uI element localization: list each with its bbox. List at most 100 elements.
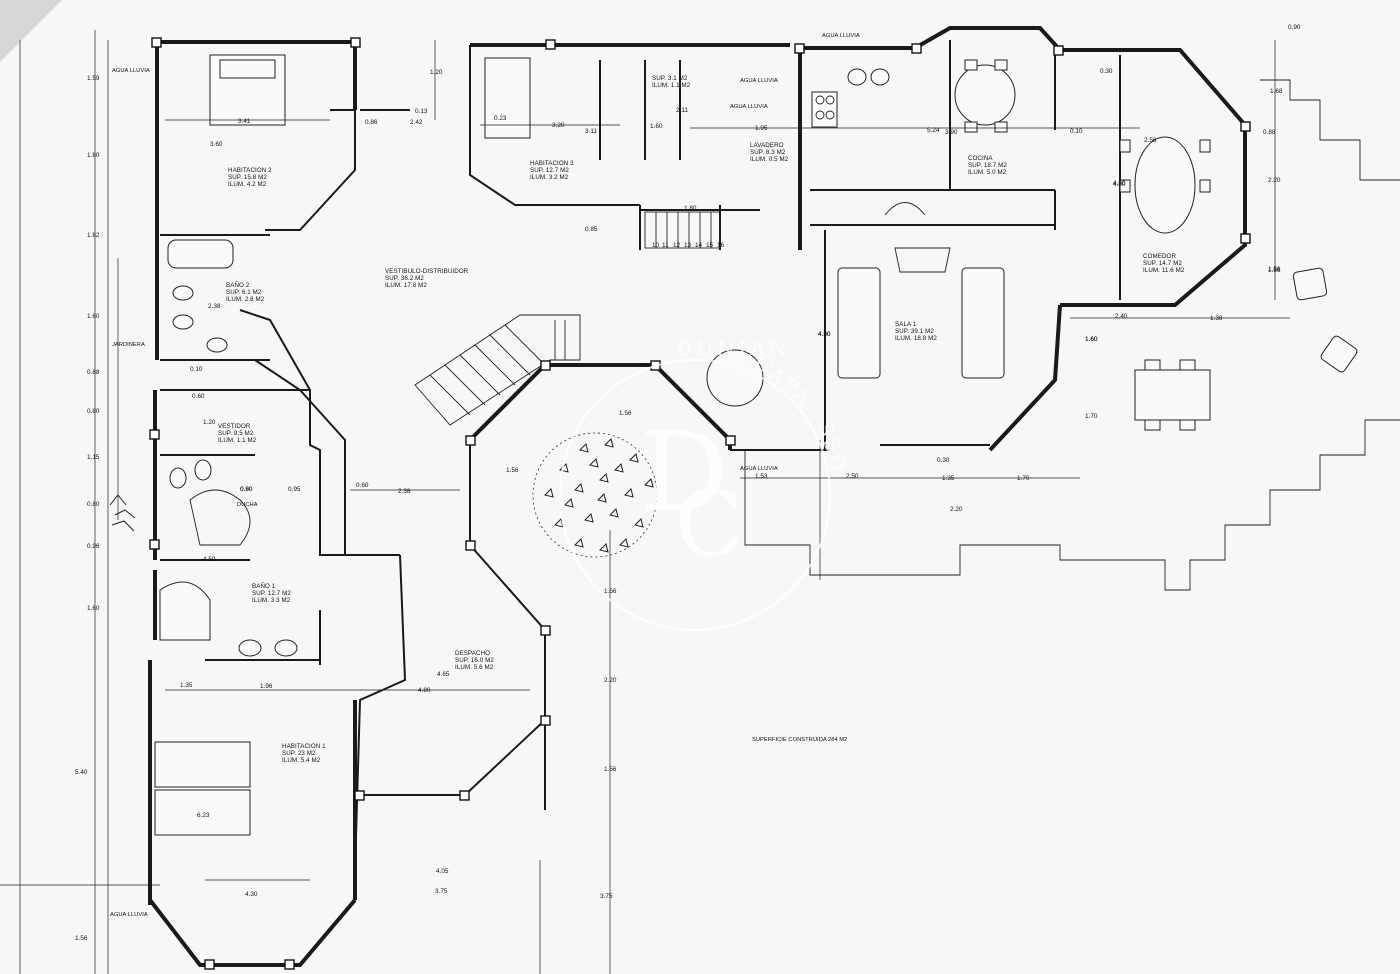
stair-step: 12: [673, 242, 681, 249]
svg-text:4.65: 4.65: [437, 671, 450, 678]
svg-text:ILUM. 0.5 M2: ILUM. 0.5 M2: [750, 156, 789, 163]
svg-text:2.56: 2.56: [1144, 137, 1157, 144]
svg-text:ILUM. 5.4 M2: ILUM. 5.4 M2: [282, 757, 321, 764]
svg-text:0.30: 0.30: [937, 457, 950, 464]
svg-text:BAÑO 2: BAÑO 2: [226, 282, 250, 289]
superficie-label: SUPERFICIE CONSTRUIDA 284 M2: [752, 737, 847, 743]
sink: [206, 337, 228, 353]
svg-text:2.38: 2.38: [398, 488, 411, 495]
svg-text:1.35: 1.35: [942, 475, 955, 482]
svg-text:ILUM. 18.8 M2: ILUM. 18.8 M2: [895, 335, 937, 342]
svg-text:LAVADERO: LAVADERO: [750, 142, 784, 149]
terrace-table: [1134, 369, 1211, 421]
bidet: [172, 314, 194, 330]
svg-text:SUP. 12.7 M2: SUP. 12.7 M2: [530, 167, 569, 174]
svg-text:SUP. 8.3 M2: SUP. 8.3 M2: [750, 149, 786, 156]
svg-text:2.42: 2.42: [410, 119, 423, 126]
svg-text:2.40: 2.40: [1115, 313, 1128, 320]
svg-text:4.80: 4.80: [1113, 181, 1126, 188]
svg-text:ILUM. 5.6 M2: ILUM. 5.6 M2: [455, 664, 494, 671]
stair-top: 10 11 12 13 14 15 16: [644, 211, 725, 249]
svg-text:SUP. 16.0 M2: SUP. 16.0 M2: [455, 657, 494, 664]
svg-text:1.53: 1.53: [755, 473, 768, 480]
svg-text:1.80: 1.80: [684, 205, 697, 212]
svg-text:DESPACHO: DESPACHO: [455, 650, 490, 657]
terrace-edge: [744, 419, 1400, 591]
svg-text:SUP. 23 M2: SUP. 23 M2: [282, 750, 316, 757]
svg-text:C: C: [675, 472, 744, 577]
svg-text:1.56: 1.56: [604, 766, 617, 773]
svg-text:SUP. 39.1 M2: SUP. 39.1 M2: [895, 328, 934, 335]
svg-text:ILUM. 3.3 M2: ILUM. 3.3 M2: [252, 597, 291, 604]
svg-text:1.82: 1.82: [87, 232, 100, 239]
svg-text:COCINA: COCINA: [968, 155, 993, 162]
bed: [154, 789, 251, 836]
shower: [189, 489, 251, 546]
stair-step: 15: [706, 242, 714, 249]
dimension-lines: [165, 40, 1290, 974]
svg-text:0.80: 0.80: [240, 486, 253, 493]
bed: [154, 741, 251, 788]
svg-text:1.56: 1.56: [506, 467, 519, 474]
svg-text:0.10: 0.10: [190, 366, 203, 373]
svg-text:ILUM. 4.2 M2: ILUM. 4.2 M2: [228, 181, 267, 188]
svg-text:DUNIAN: DUNIAN: [676, 336, 790, 360]
svg-text:SUP. 3.1 M2: SUP. 3.1 M2: [652, 75, 688, 82]
lounge-chair: [1292, 267, 1328, 301]
stair-step: 16: [717, 242, 725, 249]
svg-text:SUP. 36.2 M2: SUP. 36.2 M2: [385, 275, 424, 282]
sink: [238, 639, 262, 657]
svg-text:0.60: 0.60: [192, 393, 205, 400]
svg-text:0.30: 0.30: [1100, 68, 1113, 75]
svg-text:1.38: 1.38: [1210, 315, 1223, 322]
toilet: [172, 285, 194, 301]
svg-text:ILUM. 1.1 M2: ILUM. 1.1 M2: [218, 437, 257, 444]
svg-text:2.11: 2.11: [676, 107, 688, 114]
svg-text:SUP. 9.5 M2: SUP. 9.5 M2: [218, 430, 254, 437]
svg-text:3.41: 3.41: [238, 118, 251, 125]
bathtub: [167, 239, 234, 269]
svg-text:4.80: 4.80: [418, 687, 431, 694]
stair-step: 13: [684, 242, 692, 249]
svg-text:4.30: 4.30: [818, 331, 831, 338]
svg-text:0.23: 0.23: [494, 115, 507, 122]
svg-text:0.80: 0.80: [87, 408, 100, 415]
svg-text:3.11: 3.11: [585, 128, 597, 135]
dimension-values: 1.59 3.41 0.86 1.20 0.13 2.42 0.23 3.20 …: [75, 24, 1301, 942]
agua-lluvia-label: AGUA LLUVIA: [730, 104, 768, 110]
svg-text:D: D: [640, 408, 728, 536]
svg-text:0.95: 0.95: [288, 486, 301, 493]
svg-text:SUP. 6.1 M2: SUP. 6.1 M2: [226, 289, 262, 296]
svg-text:0.90: 0.90: [240, 486, 253, 493]
svg-text:4.80: 4.80: [1113, 180, 1126, 187]
svg-text:1.80: 1.80: [87, 152, 100, 159]
terrace-edge-upper: [1260, 79, 1400, 181]
svg-text:2.38: 2.38: [208, 303, 221, 310]
svg-text:3.75: 3.75: [435, 888, 448, 895]
svg-text:HABITACION 3: HABITACION 3: [530, 160, 574, 167]
agua-lluvia-label: AGUA LLUVIA: [112, 68, 150, 74]
svg-text:1.60: 1.60: [650, 123, 663, 130]
svg-text:4.30: 4.30: [245, 891, 258, 898]
svg-text:5.40: 5.40: [75, 769, 88, 776]
sofa: [837, 267, 881, 379]
svg-text:1.95: 1.95: [755, 125, 768, 132]
svg-text:2.20: 2.20: [1268, 177, 1281, 184]
svg-text:0.96: 0.96: [87, 543, 100, 550]
svg-text:BAÑO 1: BAÑO 1: [252, 583, 276, 590]
svg-text:ILUM. 17.8 M2: ILUM. 17.8 M2: [385, 282, 427, 289]
paper-corner: [0, 0, 62, 62]
svg-text:1.59: 1.59: [87, 75, 100, 82]
svg-text:ILUM. 11.6 M2: ILUM. 11.6 M2: [1143, 267, 1185, 274]
svg-text:1.68: 1.68: [1270, 88, 1283, 95]
svg-text:2.20: 2.20: [604, 677, 617, 684]
svg-text:ILUM. 2.8 M2: ILUM. 2.8 M2: [226, 296, 265, 303]
lounge-chair: [1320, 335, 1358, 373]
agua-lluvia-label: AGUA LLUVIA: [110, 912, 148, 918]
